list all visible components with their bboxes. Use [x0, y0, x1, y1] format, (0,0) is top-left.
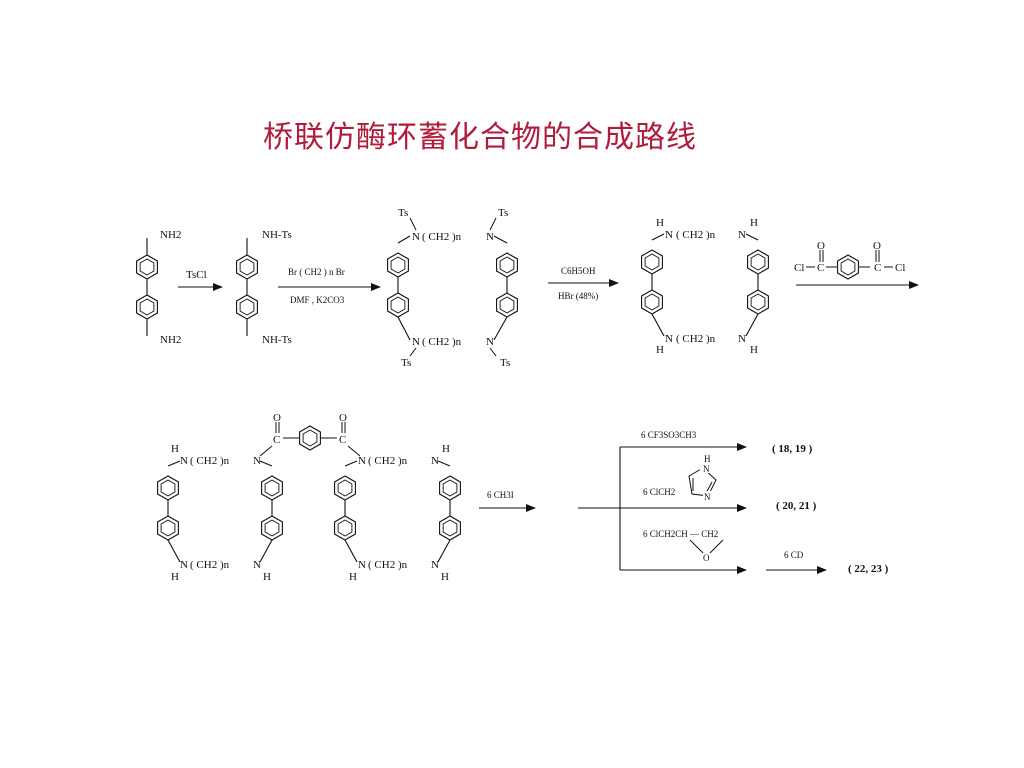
compound-amine-macrocycle: N ( CH2 )n N N ( CH2 )n N H H H H — [642, 217, 769, 356]
atom-n: N — [412, 231, 420, 243]
product-22-23: ( 22, 23 ) — [848, 563, 889, 575]
atom-n: N — [486, 336, 494, 348]
chain-bottom: ( CH2 )n — [676, 333, 716, 345]
label-nhts-bottom: NH-Ts — [262, 334, 292, 346]
compound-tosyl-macrocycle: N ( CH2 )n N N ( CH2 )n N Ts Ts Ts Ts — [388, 207, 518, 369]
chain-left-top: ( CH2 )n — [190, 455, 230, 467]
compound-bridged-dimer: N ( CH2 )n N N ( CH2 )n N H H H N ( CH2 … — [158, 412, 461, 583]
atom-n: N — [431, 455, 439, 467]
compound-ditosylamide: NH-Ts NH-Ts — [237, 229, 292, 346]
atom-h: H — [171, 571, 179, 583]
atom-o: O — [703, 553, 710, 563]
product-20-21: ( 20, 21 ) — [776, 500, 817, 512]
atom-n: N — [665, 229, 673, 241]
atom-c: C — [339, 434, 346, 446]
epoxide-ring: O — [689, 539, 724, 563]
atom-n: N — [253, 455, 261, 467]
atom-n: N — [431, 559, 439, 571]
atom-h: H — [704, 454, 711, 464]
atom-o: O — [817, 240, 825, 252]
atom-h: H — [750, 344, 758, 356]
reagent-methyl-triflate: 6 CF3SO3CH3 — [641, 430, 697, 440]
chain-bottom: ( CH2 )n — [422, 336, 462, 348]
atom-h: H — [656, 217, 664, 229]
compound-terephthaloyl-chloride: O O Cl C C Cl — [794, 240, 905, 280]
atom-n: N — [665, 333, 673, 345]
ts-group: Ts — [500, 357, 510, 369]
reagent-dibromide: Br ( CH2 ) n Br — [288, 267, 345, 277]
reagent-phenol: C6H5OH — [561, 266, 596, 276]
atom-n: N — [412, 336, 420, 348]
atom-o: O — [339, 412, 347, 424]
reagent-tscl: TsCl — [186, 269, 207, 281]
atom-h: H — [441, 571, 449, 583]
atom-o: O — [273, 412, 281, 424]
atom-n: N — [253, 559, 261, 571]
atom-h: H — [656, 344, 664, 356]
atom-n: N — [180, 455, 188, 467]
atom-h: H — [750, 217, 758, 229]
chain-right-bottom: ( CH2 )n — [368, 559, 408, 571]
label-nh2-bottom: NH2 — [160, 334, 181, 346]
branch-scheme — [578, 443, 827, 574]
atom-c: C — [817, 262, 824, 274]
ts-group: Ts — [401, 357, 411, 369]
atom-h: H — [349, 571, 357, 583]
page-title: 桥联仿酶环蓄化合物的合成路线 — [263, 120, 697, 155]
reagent-cyclodextrin: 6 CD — [784, 550, 804, 560]
ts-group: Ts — [398, 207, 408, 219]
atom-h: H — [442, 443, 450, 455]
reagent-dmf: DMF , K2CO3 — [290, 295, 345, 305]
chain-top: ( CH2 )n — [676, 229, 716, 241]
reagent-epichlorohydrin: 6 ClCH2CH — CH2 — [643, 529, 718, 539]
reagent-methyl-iodide: 6 CH3I — [487, 490, 514, 500]
atom-n: N — [738, 333, 746, 345]
atom-n: N — [704, 492, 711, 502]
imidazole-ring: H N N — [688, 454, 717, 502]
product-18-19: ( 18, 19 ) — [772, 443, 813, 455]
reagent-hbr: HBr (48%) — [558, 291, 598, 301]
atom-cl: Cl — [895, 262, 905, 274]
label-nhts-top: NH-Ts — [262, 229, 292, 241]
reagent-chloromethyl-imidazole: 6 ClCH2 — [643, 487, 675, 497]
atom-n: N — [486, 231, 494, 243]
atom-n: N — [180, 559, 188, 571]
atom-c: C — [273, 434, 280, 446]
atom-c: C — [874, 262, 881, 274]
chain-right-top: ( CH2 )n — [368, 455, 408, 467]
atom-n: N — [358, 455, 366, 467]
atom-n: N — [738, 229, 746, 241]
compound-diamine: NH2 NH2 — [137, 229, 181, 346]
atom-n: N — [358, 559, 366, 571]
ts-group: Ts — [498, 207, 508, 219]
chain-top: ( CH2 )n — [422, 231, 462, 243]
atom-h: H — [171, 443, 179, 455]
atom-n: N — [703, 464, 710, 474]
chain-left-bottom: ( CH2 )n — [190, 559, 230, 571]
atom-cl: Cl — [794, 262, 804, 274]
atom-h: H — [263, 571, 271, 583]
atom-o: O — [873, 240, 881, 252]
label-nh2-top: NH2 — [160, 229, 181, 241]
